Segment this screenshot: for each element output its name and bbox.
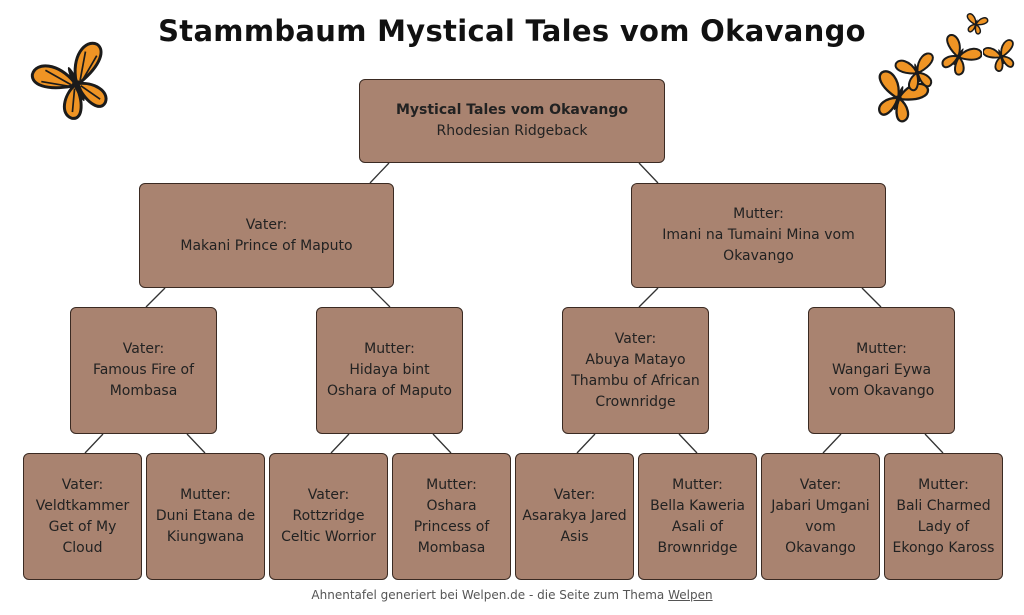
great-grandparent-box: Mutter: Bali Charmed Lady of Ekongo Karo… [884,453,1003,580]
dog-name: Rottzridge Celtic Worrior [281,508,376,545]
dam-box: Mutter: Imani na Tumaini Mina vom Okavan… [631,183,886,288]
role-label: Mutter: [426,476,477,493]
grandparent-box: Mutter: Hidaya bint Oshara of Maputo [316,307,463,434]
grandparent-box: Mutter: Wangari Eywa vom Okavango [808,307,955,434]
role-label: Vater: [553,487,596,503]
dog-name: Wangari Eywa vom Okavango [828,362,935,399]
role-label: Vater: [799,476,842,493]
great-grandparent-box: Vater: Veldtkammer Get of My Cloud [23,453,142,580]
page-title: Stammbaum Mystical Tales vom Okavango [158,14,866,48]
dog-name: Makani Prince of Maputo [180,237,353,254]
role-label: Mutter: [364,341,415,357]
role-label: Vater: [614,330,657,347]
grandparent-box: Vater: Famous Fire of Mombasa [70,307,217,434]
great-grandparent-box: Mutter: Oshara Princess of Mombasa [392,453,511,580]
butterfly-icon [30,41,108,120]
butterfly-icon [894,52,934,92]
great-grandparent-box: Vater: Asarakya Jared Asis [515,453,634,580]
root-dog-box: Mystical Tales vom Okavango Rhodesian Ri… [359,79,665,163]
role-label: Mutter: [918,476,969,493]
dog-name: Hidaya bint Oshara of Maputo [327,362,452,399]
role-label: Vater: [122,341,165,357]
great-grandparent-box: Mutter: Bella Kaweria Asali of Brownridg… [638,453,757,580]
dog-name: Veldtkammer Get of My Cloud [35,497,130,556]
dog-name: Duni Etana de Kiungwana [155,508,256,545]
role-label: Mutter: [856,341,907,357]
footer: Ahnentafel generiert bei Welpen.de - die… [0,588,1024,602]
welpen-link[interactable]: Welpen [668,588,713,602]
root-breed: Rhodesian Ridgeback [436,123,588,139]
role-label: Vater: [245,216,288,233]
butterfly-icon [983,39,1015,72]
great-grandparent-box: Vater: Jabari Umgani vom Okavango [761,453,880,580]
root-name: Mystical Tales vom Okavango [395,102,629,118]
butterfly-icon [966,13,989,35]
role-label: Mutter: [733,206,784,222]
butterfly-icon [941,34,982,76]
role-label: Vater: [61,476,104,493]
dog-name: Famous Fire of Mombasa [92,362,195,399]
dog-name: Oshara Princess of Mombasa [413,497,490,556]
role-label: Mutter: [672,476,723,493]
role-label: Mutter: [180,487,231,503]
dog-name: Imani na Tumaini Mina vom Okavango [662,227,855,264]
footer-text: Ahnentafel generiert bei Welpen.de - die… [311,588,665,602]
great-grandparent-box: Mutter: Duni Etana de Kiungwana [146,453,265,580]
dog-name: Bella Kaweria Asali of Brownridge [650,497,745,556]
butterfly-icon [878,70,930,123]
dog-name: Abuya Matayo Thambu of African Crownridg… [571,351,700,410]
dog-name: Jabari Umgani vom Okavango [771,497,870,556]
role-label: Vater: [307,487,350,503]
grandparent-box: Vater: Abuya Matayo Thambu of African Cr… [562,307,709,434]
dog-name: Bali Charmed Lady of Ekongo Kaross [892,497,995,556]
great-grandparent-box: Vater: Rottzridge Celtic Worrior [269,453,388,580]
sire-box: Vater: Makani Prince of Maputo [139,183,394,288]
dog-name: Asarakya Jared Asis [522,508,627,545]
